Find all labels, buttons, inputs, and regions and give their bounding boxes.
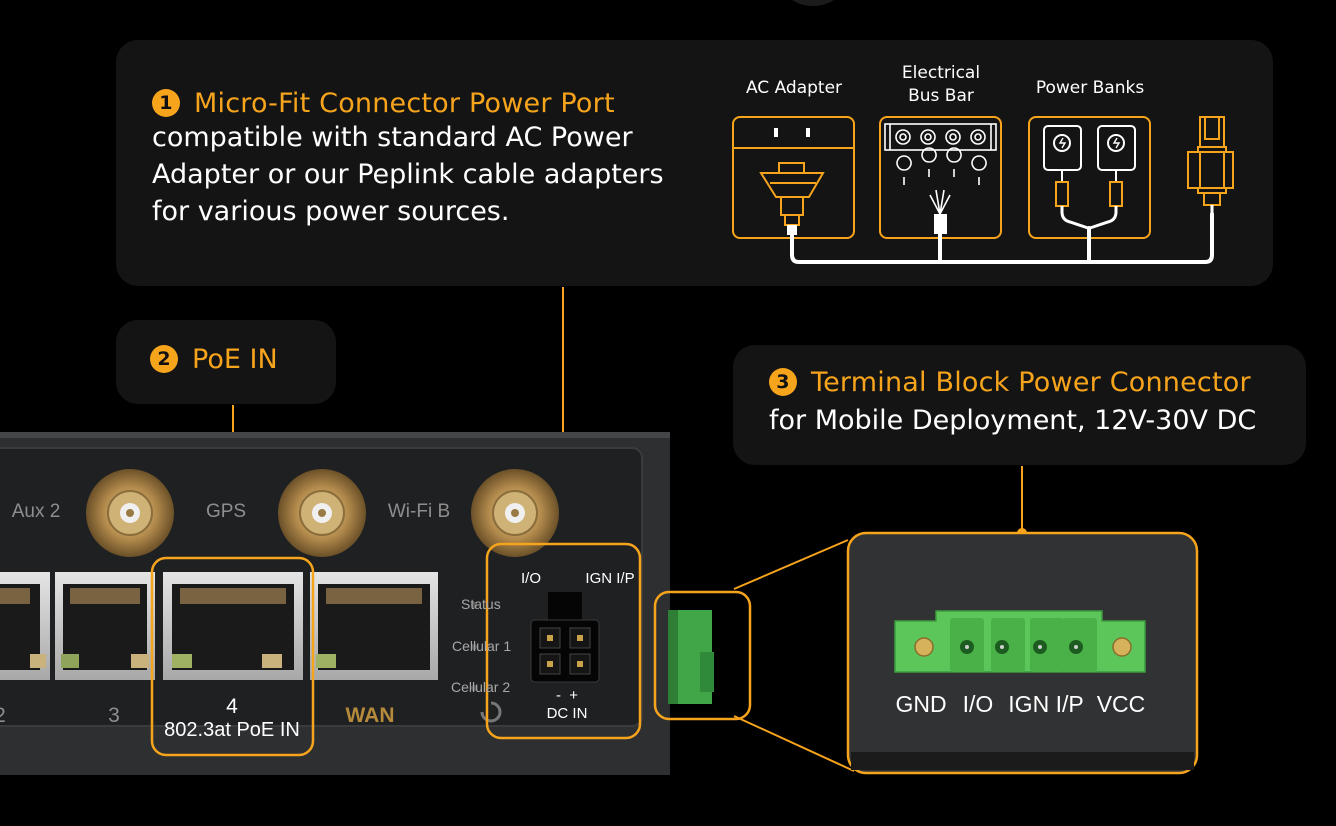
callout-poe-in: 2 PoE IN — [116, 320, 336, 404]
cellular-1-led — [471, 644, 477, 650]
ethernet-port-2 — [0, 572, 50, 680]
antenna-label-wifi-b: Wi-Fi B — [388, 501, 450, 522]
callout-2-number-badge: 2 — [150, 345, 178, 373]
callout-1-line-3: for various power sources. — [152, 196, 510, 227]
wan-port-label: WAN — [346, 704, 395, 727]
ethernet-port-4-poe — [163, 572, 303, 680]
dc-in-highlight — [485, 542, 642, 740]
microfit-dc-in-connector — [530, 592, 600, 683]
callout-1-number-badge: 1 — [152, 89, 180, 117]
callout-1-line-1: compatible with standard AC Power — [152, 122, 633, 153]
side-terminal-plug — [668, 610, 714, 704]
callout-1-text: 1 Micro-Fit Connector Power Port compatib… — [152, 88, 712, 230]
poe-port-label: 802.3at PoE IN — [164, 719, 300, 741]
led-label-status: Status — [461, 596, 501, 612]
cellular-2-led — [471, 685, 477, 691]
terminal-label-vcc: VCC — [1097, 691, 1146, 717]
dc-in-io-label: I/O — [521, 570, 541, 587]
terminal-label-io: I/O — [963, 691, 994, 717]
port-number-2: 2 — [0, 704, 6, 727]
router-device — [0, 432, 670, 775]
dc-in-polarity-label: - + — [556, 687, 578, 704]
bus-bar-label-line-1: Electrical — [901, 63, 981, 83]
callout-3-title: Terminal Block Power Connector — [811, 367, 1251, 398]
terminal-label-gnd: GND — [895, 691, 946, 717]
callout-3-subtitle: for Mobile Deployment, 12V-30V DC — [769, 405, 1257, 436]
status-led — [471, 602, 477, 608]
side-plug-highlight — [653, 590, 752, 721]
electrical-bus-bar-icon — [879, 116, 1002, 239]
led-label-cellular-1: Cellular 1 — [452, 638, 511, 654]
terminal-label-ign: IGN I/P — [1008, 691, 1083, 717]
ethernet-port-3 — [55, 572, 155, 680]
reset-icon — [480, 701, 502, 723]
ac-adapter-icon — [732, 116, 855, 239]
power-banks-label: Power Banks — [1035, 78, 1145, 98]
power-cable-lines — [790, 212, 1214, 264]
sma-connector-aux2 — [86, 469, 174, 557]
dc-in-label: DC IN — [547, 705, 588, 722]
callout-1-title: Micro-Fit Connector Power Port — [194, 88, 615, 119]
antenna-label-gps: GPS — [206, 501, 246, 522]
poe-port-highlight — [150, 556, 315, 757]
ethernet-port-wan — [310, 572, 438, 680]
callout-1-line-2: Adapter or our Peplink cable adapters — [152, 159, 664, 190]
sma-connector-wifi-b — [471, 469, 559, 557]
bus-bar-label-line-2: Bus Bar — [908, 86, 974, 106]
callout-3-number-badge: 3 — [769, 368, 797, 396]
sma-connector-gps — [278, 469, 366, 557]
dc-in-ign-label: IGN I/P — [585, 570, 634, 587]
led-label-cellular-2: Cellular 2 — [451, 679, 510, 695]
callout-terminal-block: 3 Terminal Block Power Connector for Mobi… — [733, 345, 1306, 465]
terminal-block-zoom — [846, 531, 1199, 775]
callout-2-title: PoE IN — [192, 344, 278, 375]
microfit-cable-plug-icon — [1187, 116, 1234, 214]
port-number-4: 4 — [226, 695, 238, 718]
antenna-label-aux2: Aux 2 — [12, 501, 61, 522]
port-number-3: 3 — [108, 704, 120, 727]
top-partial-circle — [791, 0, 835, 6]
power-banks-icon — [1028, 116, 1151, 239]
ac-adapter-label: AC Adapter — [745, 78, 843, 98]
